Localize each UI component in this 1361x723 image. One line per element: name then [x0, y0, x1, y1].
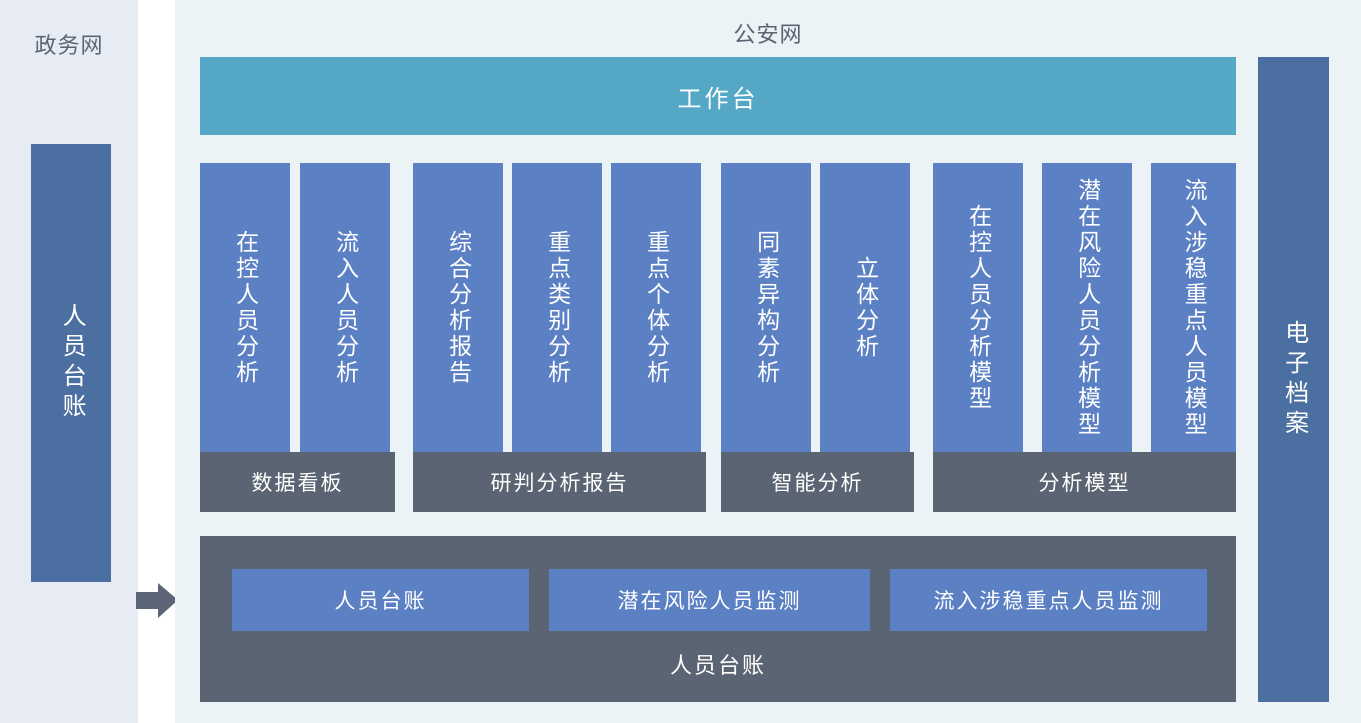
module-card[interactable]: 综合分析报告: [413, 163, 503, 452]
module-group-footer-label: 分析模型: [1038, 472, 1131, 495]
arrow-head: [158, 583, 178, 618]
module-group-footer[interactable]: 研判分析报告: [413, 452, 706, 512]
ledger-card[interactable]: 人员台账: [232, 569, 529, 631]
module-group-cards: 综合分析报告 重点类别分析 重点个体分析: [413, 163, 706, 452]
ledger-card[interactable]: 流入涉稳重点人员监测: [890, 569, 1207, 631]
module-card-label: 在控人员分析模型: [965, 203, 992, 412]
module-card[interactable]: 同素异构分析: [721, 163, 811, 452]
ledger-footer-label: 人员台账: [669, 653, 766, 678]
module-card[interactable]: 流入人员分析: [300, 163, 390, 452]
workbench-bar[interactable]: 工作台: [200, 57, 1236, 135]
module-card-label: 综合分析报告: [445, 229, 472, 386]
personnel-ledger-source-card[interactable]: 人员台账: [31, 144, 111, 582]
ledger-card[interactable]: 潜在风险人员监测: [549, 569, 870, 631]
arrow-right-icon: [136, 583, 178, 618]
government-network-title: 政务网: [34, 33, 104, 58]
public-security-network-panel: 公安网 工作台 在控人员分析 流入人员分析 数据看板: [175, 0, 1361, 723]
module-group-analysis-model: 在控人员分析模型 潜在风险人员分析模型 流入涉稳重点人员模型 分析模型: [933, 163, 1236, 512]
module-group-analysis-report: 综合分析报告 重点类别分析 重点个体分析 研判分析报告: [413, 163, 706, 512]
electronic-archive-card[interactable]: 电子档案: [1258, 57, 1329, 702]
module-group-cards: 在控人员分析模型 潜在风险人员分析模型 流入涉稳重点人员模型: [933, 163, 1236, 452]
module-group-footer-label: 数据看板: [251, 472, 344, 495]
module-card-label: 潜在风险人员分析模型: [1074, 177, 1101, 438]
ledger-card-label: 流入涉稳重点人员监测: [933, 590, 1164, 613]
module-group-cards: 在控人员分析 流入人员分析: [200, 163, 395, 452]
module-card-label: 流入人员分析: [332, 229, 359, 386]
module-group-footer[interactable]: 分析模型: [933, 452, 1236, 512]
module-card[interactable]: 立体分析: [820, 163, 910, 452]
module-card-label: 流入涉稳重点人员模型: [1181, 177, 1208, 438]
module-card[interactable]: 重点个体分析: [611, 163, 701, 452]
module-card[interactable]: 重点类别分析: [512, 163, 602, 452]
module-card[interactable]: 流入涉稳重点人员模型: [1151, 163, 1236, 452]
module-group-footer[interactable]: 智能分析: [721, 452, 914, 512]
electronic-archive-label: 电子档案: [1280, 319, 1308, 440]
module-group-footer[interactable]: 数据看板: [200, 452, 395, 512]
module-card-label: 同素异构分析: [753, 229, 780, 386]
module-card[interactable]: 在控人员分析: [200, 163, 290, 452]
module-group-intelligent-analysis: 同素异构分析 立体分析 智能分析: [721, 163, 914, 512]
module-card-label: 重点个体分析: [643, 229, 670, 386]
module-card-label: 立体分析: [852, 255, 879, 360]
module-card[interactable]: 潜在风险人员分析模型: [1042, 163, 1132, 452]
personnel-ledger-block: 人员台账 潜在风险人员监测 流入涉稳重点人员监测 人员台账: [200, 536, 1236, 702]
module-group-footer-label: 研判分析报告: [490, 472, 629, 495]
module-group-cards: 同素异构分析 立体分析: [721, 163, 914, 452]
ledger-card-label: 潜在风险人员监测: [617, 590, 802, 613]
workbench-label: 工作台: [677, 85, 759, 113]
module-group-dashboard: 在控人员分析 流入人员分析 数据看板: [200, 163, 395, 512]
government-network-panel: 政务网 人员台账: [0, 0, 138, 723]
module-card-label: 在控人员分析: [232, 229, 259, 386]
personnel-ledger-source-label: 人员台账: [58, 303, 86, 423]
ledger-card-label: 人员台账: [334, 590, 427, 613]
module-card[interactable]: 在控人员分析模型: [933, 163, 1023, 452]
module-group-footer-label: 智能分析: [771, 472, 864, 495]
public-security-network-title: 公安网: [733, 22, 803, 47]
module-group-row: 在控人员分析 流入人员分析 数据看板 综合分析报告 重点类别: [200, 163, 1236, 512]
module-card-label: 重点类别分析: [544, 229, 571, 386]
arrow-shaft: [136, 592, 160, 609]
